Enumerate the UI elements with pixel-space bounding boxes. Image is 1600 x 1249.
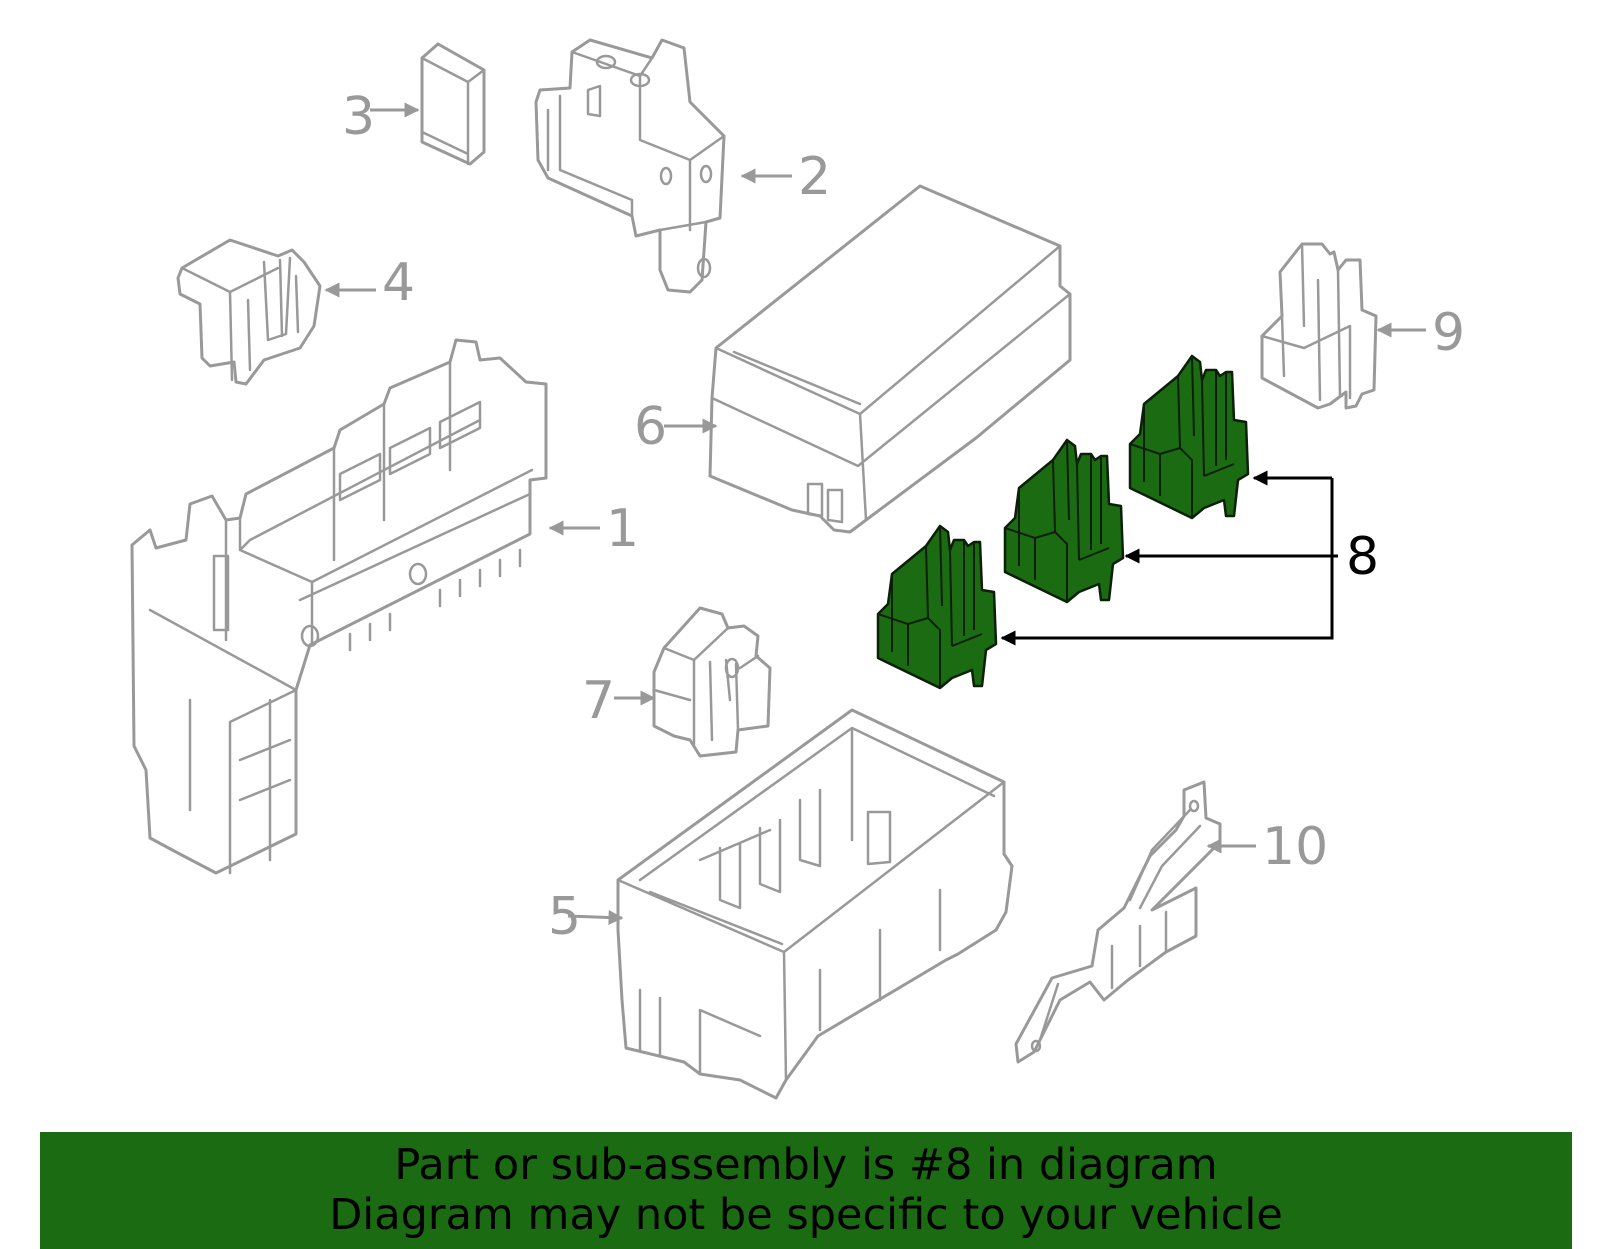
part-4-clip bbox=[176, 238, 322, 386]
part-1-housing bbox=[130, 338, 548, 875]
part-6-cover bbox=[708, 184, 1072, 534]
callout-9: 9 bbox=[1432, 303, 1465, 363]
part-9-bracket bbox=[1260, 242, 1378, 410]
callout-3: 3 bbox=[342, 87, 375, 147]
callout-labels: 3 2 4 9 6 1 8 7 10 5 bbox=[342, 87, 1465, 947]
part-10-strap bbox=[1014, 780, 1222, 1064]
leader-lines bbox=[324, 102, 1426, 925]
part-8-relay-block-middle bbox=[1003, 438, 1125, 604]
info-banner: Part or sub-assembly is #8 in diagram Di… bbox=[40, 1132, 1572, 1249]
banner-line-disclaimer: Diagram may not be specific to your vehi… bbox=[329, 1190, 1283, 1240]
callout-6: 6 bbox=[634, 397, 667, 457]
callout-8: 8 bbox=[1346, 527, 1379, 587]
callout-2: 2 bbox=[798, 147, 831, 207]
callout-5: 5 bbox=[548, 887, 581, 947]
callout-10: 10 bbox=[1262, 817, 1328, 877]
part-3-block bbox=[420, 42, 486, 166]
part-8-relay-block-upper bbox=[1128, 354, 1250, 520]
callout-4: 4 bbox=[382, 253, 415, 313]
part-5-tray bbox=[616, 708, 1014, 1100]
part-8-relay-block-lower bbox=[876, 524, 998, 690]
callout-7: 7 bbox=[582, 671, 615, 731]
part-7-holder bbox=[652, 606, 772, 758]
part-2-bracket bbox=[534, 38, 726, 294]
banner-line-part: Part or sub-assembly is #8 in diagram bbox=[394, 1140, 1218, 1190]
callout-1: 1 bbox=[606, 499, 639, 559]
